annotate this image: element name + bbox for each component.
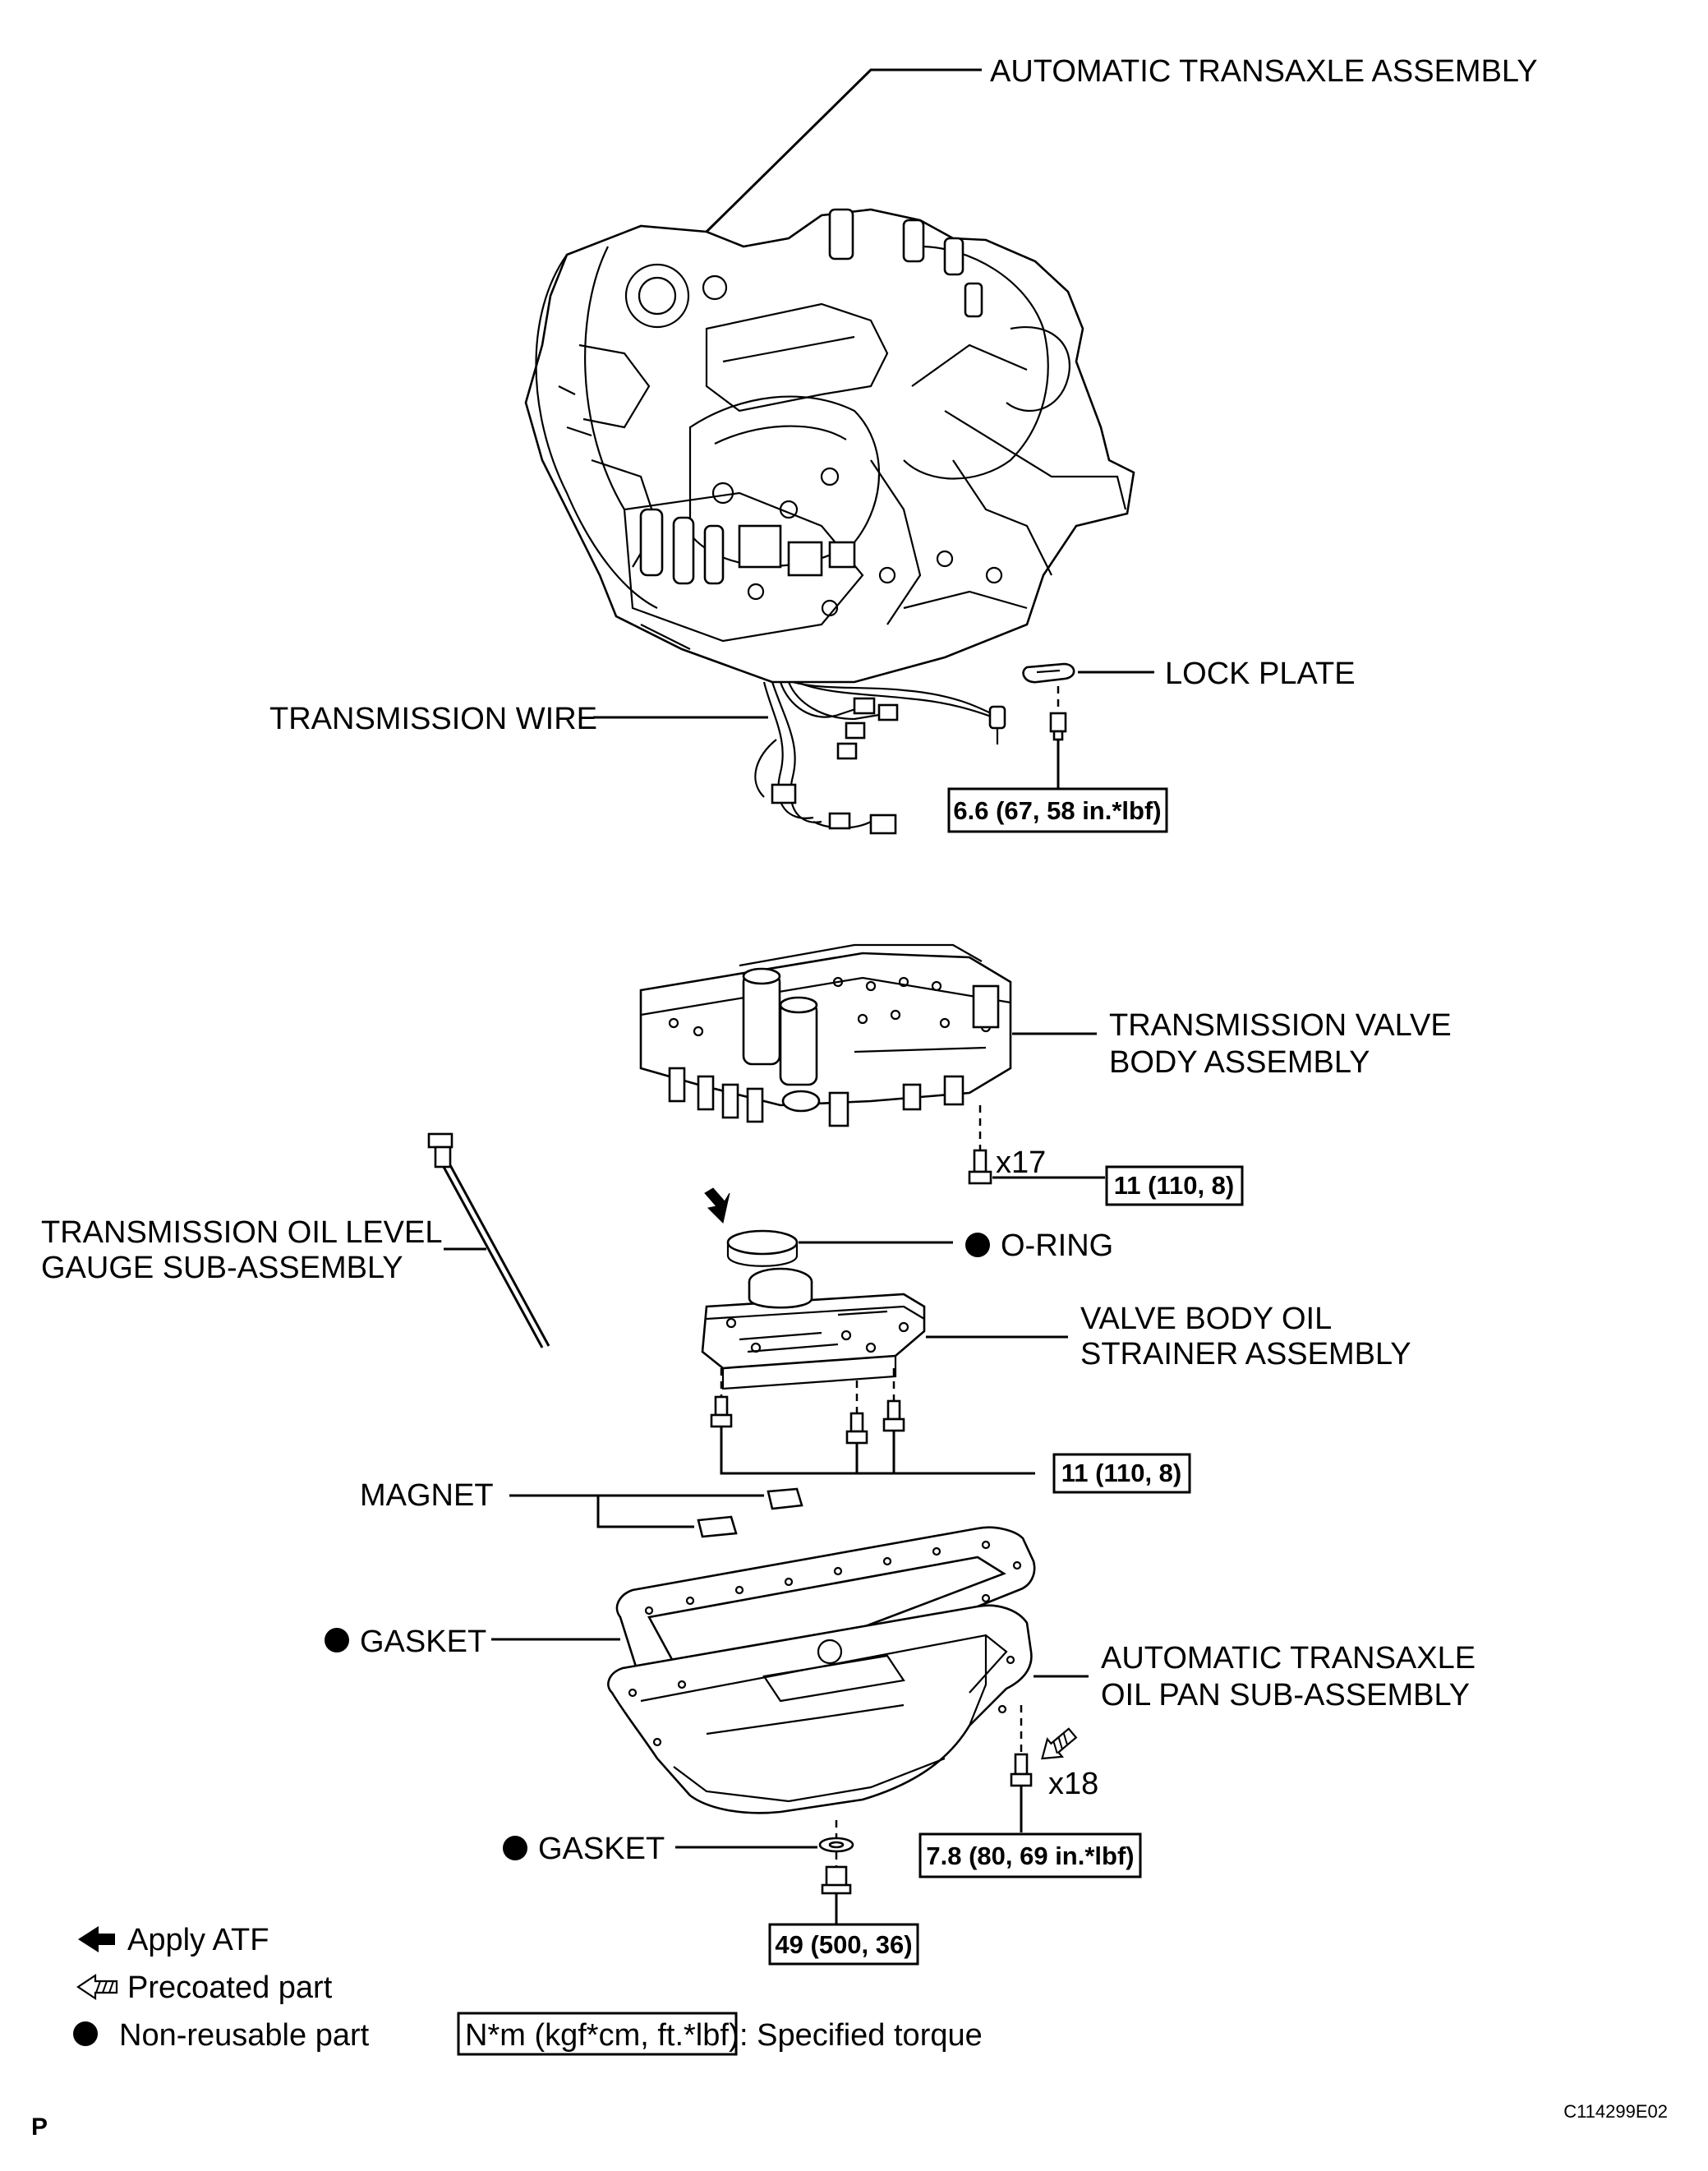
legend-precoated-icon	[76, 1973, 118, 2001]
transaxle-assembly-drawing	[524, 208, 1135, 684]
pan-gasket-label: GASKET	[360, 1625, 486, 1659]
pan-gasket-non-reusable-icon	[325, 1628, 349, 1652]
strainer-torque: 11 (110, 8)	[1061, 1459, 1182, 1487]
precoated-arrow-icon	[1041, 1727, 1078, 1760]
oil-level-gauge-label-line1: TRANSMISSION OIL LEVEL	[41, 1215, 443, 1250]
oil-pan-torque: 7.8 (80, 69 in.*lbf)	[926, 1841, 1134, 1870]
automatic-transaxle-assembly-label: AUTOMATIC TRANSAXLE ASSEMBLY	[990, 54, 1538, 89]
lock-plate-bolt	[1049, 686, 1067, 789]
drain-plug-torque: 49 (500, 36)	[775, 1930, 912, 1959]
valve-body-bolt-count: x17	[996, 1145, 1046, 1180]
oil-strainer-label-line1: VALVE BODY OIL	[1080, 1302, 1332, 1336]
valve-body-label-line2: BODY ASSEMBLY	[1109, 1045, 1370, 1080]
oil-strainer-label-line2: STRAINER ASSEMBLY	[1080, 1337, 1411, 1371]
strainer-torque-box	[1052, 1453, 1191, 1494]
legend-specified-torque-label: : Specified torque	[739, 2018, 983, 2053]
magnets-drawing	[509, 1487, 803, 1538]
valve-body-torque: 11 (110, 8)	[1114, 1171, 1235, 1200]
oil-pan-drawing	[607, 1604, 1033, 1814]
apply-atf-arrow-icon	[704, 1187, 730, 1224]
lock-plate-torque: 6.6 (67, 58 in.*lbf)	[953, 796, 1161, 825]
o-ring-label: O-RING	[1001, 1228, 1113, 1263]
oil-pan-bolt-count: x18	[1048, 1767, 1098, 1801]
legend: Apply ATF Precoated part Non-reusable pa…	[73, 1923, 983, 2056]
oil-pan-bolt	[1010, 1705, 1033, 1832]
figure-code: C114299E02	[1563, 2101, 1668, 2122]
oil-level-gauge-drawing	[427, 1132, 550, 1348]
valve-body-label-line1: TRANSMISSION VALVE	[1109, 1008, 1452, 1043]
drain-gasket-label: GASKET	[538, 1832, 665, 1866]
drain-gasket-non-reusable-icon	[503, 1836, 527, 1860]
oil-strainer-drawing	[701, 1267, 926, 1390]
legend-precoated-label: Precoated part	[127, 1970, 333, 2005]
oil-pan-label-line1: AUTOMATIC TRANSAXLE	[1101, 1641, 1476, 1675]
page-letter: P	[31, 2113, 48, 2141]
legend-apply-atf-label: Apply ATF	[127, 1923, 269, 1957]
transmission-wire-drawing	[754, 680, 1006, 835]
valve-body-drawing	[639, 943, 1012, 1127]
strainer-bolts	[710, 1368, 1035, 1475]
o-ring-non-reusable-icon	[965, 1233, 990, 1257]
lock-plate-label: LOCK PLATE	[1165, 657, 1356, 691]
legend-apply-atf-icon	[78, 1926, 115, 1952]
transaxle-leader	[705, 68, 982, 233]
magnet-label: MAGNET	[360, 1478, 494, 1513]
legend-torque-box	[457, 2012, 738, 2056]
legend-non-reusable-label: Non-reusable part	[119, 2018, 370, 2053]
drain-plug-torque-box	[768, 1923, 919, 1966]
oil-level-gauge-label-line2: GAUGE SUB-ASSEMBLY	[41, 1251, 403, 1285]
legend-non-reusable-icon	[73, 2021, 98, 2046]
transmission-wire-label: TRANSMISSION WIRE	[269, 702, 597, 736]
legend-torque-unit: N*m (kgf*cm, ft.*lbf)	[465, 2018, 739, 2053]
oil-pan-torque-box	[918, 1832, 1142, 1878]
valve-body-torque-box	[1105, 1165, 1244, 1206]
o-ring-drawing	[726, 1229, 799, 1267]
lock-plate-drawing	[1022, 662, 1075, 684]
lock-plate-torque-box	[947, 787, 1168, 833]
valve-body-bolt	[968, 1105, 1105, 1185]
oil-pan-label-line2: OIL PAN SUB-ASSEMBLY	[1101, 1678, 1470, 1712]
drain-plug-drawing	[818, 1820, 854, 1924]
